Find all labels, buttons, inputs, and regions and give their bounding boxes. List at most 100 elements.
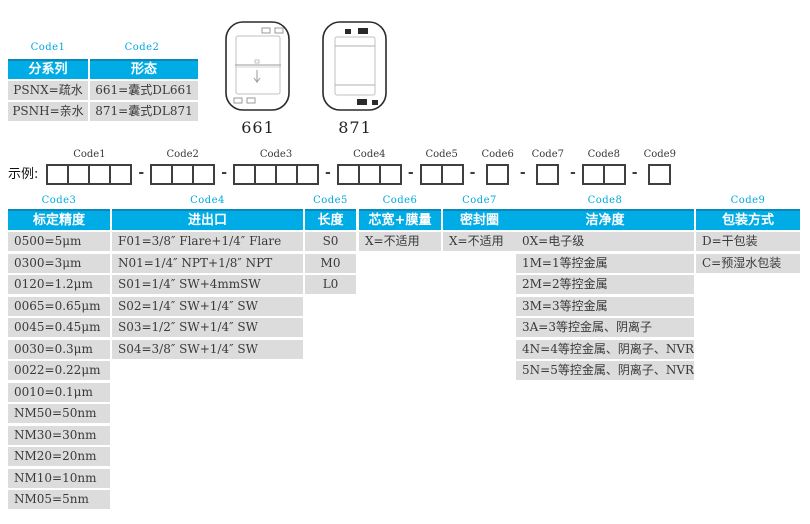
column-header: 进出口 [112,209,303,230]
code-box [602,164,626,185]
capsule-661-drawing [225,21,290,111]
example-row: 示例: Code1-Code2-Code3-Code4-Code5-Code6-… [8,149,676,185]
spec-cell: N01=1/4″ NPT+1/8″ NPT [112,253,303,273]
capsule-871-drawing [322,21,387,111]
code-boxes [581,164,626,185]
column-code-label: Code5 [313,195,348,206]
code-group-code8: Code8 [581,149,626,185]
spec-cell: NM05=5nm [8,490,110,509]
column-code-label: Code6 [382,195,418,206]
code-boxes [233,164,320,185]
spec-cell: S0 [305,232,356,251]
product-label-871: 871 [338,118,372,137]
example-label: 示例: [8,167,39,182]
code-separator-dash: - [631,165,638,181]
column-code-label: Code3 [41,195,77,206]
spec-cell: L0 [305,275,356,294]
code1-label: Code1 [30,42,66,53]
code-separator-dash: - [519,165,526,181]
spec-cell: NM50=50nm [8,404,110,423]
spec-cell: 0030=0.3μm [8,339,110,359]
code-box [440,164,464,185]
code-box [109,164,133,185]
code-box [171,164,195,185]
spec-cell: 3M=3等控金属 [516,296,694,316]
product-label-661: 661 [241,118,275,137]
code-box [150,164,174,185]
spec-cell: 4N=4等控金属、阴离子、NVR [516,339,694,359]
spec-cell: S02=1/4″ SW+1/4″ SW [112,296,303,316]
code-group-code1: Code1 [46,149,133,185]
code-group-code9: Code9 [644,149,676,185]
spec-cell: S01=1/4″ SW+4mmSW [112,275,303,294]
code-group-code6: Code6 [481,149,514,185]
code-boxes [336,164,402,185]
code2-label: Code2 [124,42,160,53]
spec-cell: 0045=0.45μm [8,318,110,337]
product-drawing-661: 661 [224,20,292,137]
form-header: 形态 [90,59,198,79]
spec-cell: NM20=20nm [8,447,110,466]
code-separator-dash: - [469,165,476,181]
code-box [275,164,299,185]
spec-cell: 5N=5等控金属、阴离子、NVR [516,361,694,380]
code-box [648,164,672,185]
code-group-label: Code2 [166,149,199,160]
code-boxes [46,164,133,185]
form-cell: 661=囊式DL661 [90,81,198,100]
column-header: 密封圈 [443,209,516,230]
code-boxes [536,164,560,185]
code-boxes [150,164,216,185]
code-group-label: Code6 [481,149,514,160]
spec-cell: X=不适用 [443,232,516,251]
code-box [233,164,257,185]
code-box [378,164,402,185]
code-box [67,164,91,185]
column-header: 标定精度 [8,209,110,230]
code-group-code3: Code3 [233,149,320,185]
column-code-label: Code8 [587,195,623,206]
column-header: 长度 [305,209,356,230]
code-group-label: Code1 [73,149,106,160]
column-header: 洁净度 [516,209,694,230]
code-group-label: Code5 [425,149,458,160]
spec-cell: NM10=10nm [8,468,110,488]
code-box [254,164,278,185]
series-cell: PSNH=亲水 [8,102,88,121]
spec-cell: 0022=0.22μm [8,361,110,380]
spec-cell: 0500=5μm [8,232,110,251]
code-box [581,164,605,185]
spec-cell: 0010=0.1μm [8,382,110,402]
code-group-code5: Code5 [419,149,464,185]
code-group-label: Code7 [531,149,564,160]
spec-cell: S04=3/8″ SW+1/4″ SW [112,339,303,359]
code-group-label: Code4 [353,149,386,160]
code-box [88,164,112,185]
code-separator-dash: - [325,165,331,181]
code-group-code7: Code7 [532,149,564,185]
code-group-code4: Code4 [336,149,402,185]
product-drawing-871: 871 [321,20,389,137]
code-box [536,164,560,185]
form-cell: 871=囊式DL871 [90,102,198,121]
column-header: 包装方式 [696,209,800,230]
code-boxes [486,164,510,185]
code-box [46,164,70,185]
code-boxes [419,164,464,185]
series-cell: PSNX=疏水 [8,81,88,100]
example-groups: Code1-Code2-Code3-Code4-Code5-Code6-Code… [46,149,676,185]
spec-cell: F01=3/8″ Flare+1/4″ Flare [112,232,303,251]
code-separator-dash: - [407,165,414,181]
code-group-label: Code9 [643,149,676,160]
spec-cell: 3A=3等控金属、阴离子 [516,318,694,337]
series-form-table: Code1 Code2 分系列 形态 PSNX=疏水 661=囊式DL661 P… [8,42,198,123]
spec-cell: D=干包装 [696,232,800,251]
